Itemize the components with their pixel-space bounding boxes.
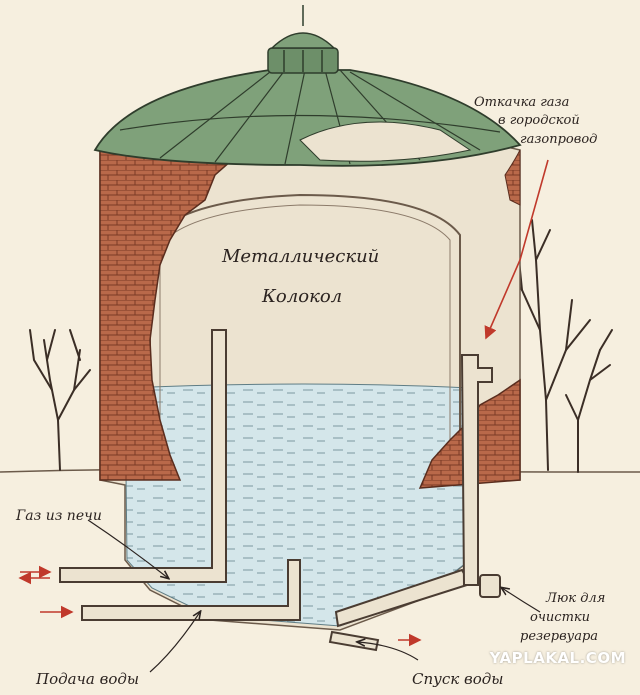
label-bell-line1: Металлический (221, 246, 379, 267)
label-gas-in: Газ из печи (15, 508, 102, 524)
flow-arrows (18, 159, 549, 647)
label-gas-out-line1: Откачка газа (474, 95, 569, 110)
watermark: YAPLAKAL.COM (489, 649, 626, 667)
label-hatch-line1: Люк для (545, 591, 605, 606)
gas-outlet-pipe (460, 354, 493, 586)
label-water-in: Подача воды (35, 670, 139, 688)
label-gas-out-line2: в городской (498, 113, 580, 128)
pipes (59, 329, 501, 652)
label-bell-line2: Колокол (261, 286, 342, 307)
cleaning-hatch (479, 574, 501, 598)
dome-ribs (119, 69, 501, 165)
dome-lantern (267, 5, 339, 74)
label-gas-out-line3: газопровод (520, 132, 597, 147)
leader-lines (87, 519, 541, 673)
label-drain: Спуск воды (412, 670, 503, 688)
water-feed-pipe (81, 559, 301, 621)
label-hatch-line2: очистки (530, 610, 590, 625)
dome-missing-panel (299, 121, 472, 162)
right-trees (507, 219, 613, 473)
label-hatch-line3: резервуара (520, 629, 598, 644)
gas-inlet-pipe (59, 329, 227, 583)
left-tree (29, 329, 91, 471)
